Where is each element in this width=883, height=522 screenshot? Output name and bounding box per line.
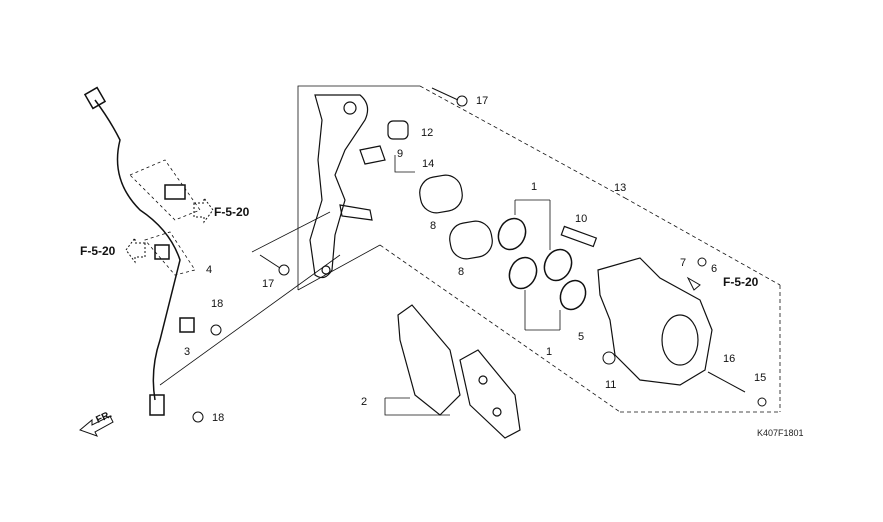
callout-1-bottom[interactable]: 1: [546, 346, 553, 358]
callout-8-lower[interactable]: 8: [458, 266, 465, 278]
boot-parts: [359, 120, 409, 165]
callout-2[interactable]: 2: [361, 396, 368, 408]
callout-1-top[interactable]: 1: [531, 181, 538, 193]
callout-7[interactable]: 7: [680, 257, 687, 269]
callout-18-upper[interactable]: 18: [211, 298, 224, 310]
callout-4[interactable]: 4: [206, 264, 213, 276]
dashed-clip-groups: [129, 159, 201, 276]
caliper-bracket: [309, 94, 373, 279]
callout-12[interactable]: 12: [421, 127, 434, 139]
sensor-harness: [83, 86, 195, 416]
reference-arrows: [125, 196, 214, 264]
caliper-body: [560, 225, 713, 386]
ref-f-5-20-right[interactable]: F-5-20: [723, 275, 759, 289]
bolts: [192, 87, 767, 423]
callout-5[interactable]: 5: [578, 331, 585, 343]
callout-13[interactable]: 13: [614, 182, 627, 194]
assembly-boundary: [159, 85, 781, 413]
callout-17-lower[interactable]: 17: [262, 278, 275, 290]
part-diagram-code: K407F1801: [757, 428, 804, 438]
callout-10[interactable]: 10: [575, 213, 588, 225]
callout-8-upper[interactable]: 8: [430, 220, 437, 232]
piston-seals: [497, 217, 587, 311]
pistons: [419, 174, 493, 260]
callout-17[interactable]: 17: [476, 95, 489, 107]
callout-18-lower[interactable]: 18: [212, 412, 225, 424]
callout-15[interactable]: 15: [754, 372, 767, 384]
callout-3[interactable]: 3: [184, 346, 191, 358]
callout-11[interactable]: 11: [605, 379, 617, 391]
callout-14[interactable]: 14: [422, 158, 435, 170]
callout-6[interactable]: 6: [711, 263, 718, 275]
front-arrow: [79, 415, 114, 437]
ref-f-5-20-upper-left[interactable]: F-5-20: [214, 205, 250, 219]
brake-pads: [397, 304, 521, 439]
callout-16[interactable]: 16: [723, 353, 736, 365]
callout-brackets: [384, 155, 561, 416]
callout-9[interactable]: 9: [397, 148, 404, 160]
ref-f-5-20-left[interactable]: F-5-20: [80, 244, 116, 258]
